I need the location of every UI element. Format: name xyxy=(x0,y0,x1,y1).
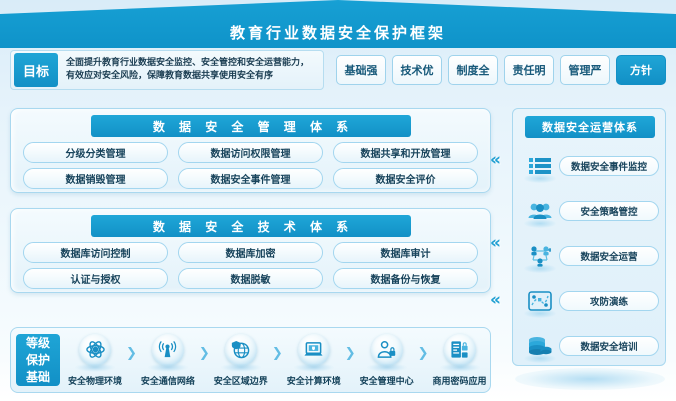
management-item-1[interactable]: 分级分类管理 xyxy=(23,142,168,163)
policy-accent-badge: 方针 xyxy=(616,55,666,85)
policy-pill-4[interactable]: 责任明 xyxy=(504,55,554,85)
objective-box: 目标 全面提升教育行业数据安全监控、安全管控和安全运营能力，有效应对安全风险，保… xyxy=(10,50,324,90)
baseline-badge-line-1: 等级 xyxy=(25,335,50,350)
technical-item-4[interactable]: 认证与授权 xyxy=(23,268,168,289)
policy-pill-1[interactable]: 基础强 xyxy=(336,55,386,85)
objective-text: 全面提升教育行业数据安全监控、安全管控和安全运营能力，有效应对安全风险，保障教育… xyxy=(66,58,310,81)
management-item-5[interactable]: 数据安全事件管理 xyxy=(178,168,323,189)
operations-row-3[interactable]: 数据安全运营 xyxy=(513,233,667,278)
flow-arrow-icon-4: ❯ xyxy=(344,345,356,361)
database-stack-icon xyxy=(523,329,557,363)
monitor-icon xyxy=(293,333,334,372)
operations-row-4[interactable]: 攻防演练 xyxy=(513,278,667,323)
technical-item-1[interactable]: 数据库访问控制 xyxy=(23,242,168,263)
operations-item-label-5: 数据安全培训 xyxy=(559,335,659,356)
operations-item-label-4: 攻防演练 xyxy=(559,290,659,311)
baseline-item-3[interactable]: 安全区域边界 xyxy=(210,333,272,387)
connector-chevron-icon-3: « xyxy=(490,290,501,310)
baseline-item-1[interactable]: 安全物理环境 xyxy=(64,333,126,387)
baseline-label-3: 安全区域边界 xyxy=(213,376,268,387)
flow-arrow-icon-5: ❯ xyxy=(417,345,429,361)
management-item-2[interactable]: 数据访问权限管理 xyxy=(178,142,323,163)
policy-pill-group: 基础强 技术优 制度全 责任明 管理严 方针 xyxy=(336,55,666,85)
strategy-icon xyxy=(523,284,557,318)
baseline-label-4: 安全计算环境 xyxy=(286,376,341,387)
baseline-badge: 等级 保护 基础 xyxy=(16,334,60,386)
list-icon xyxy=(523,149,557,183)
technical-item-2[interactable]: 数据库加密 xyxy=(178,242,323,263)
flow-arrow-icon-1: ❯ xyxy=(126,345,137,361)
users-icon xyxy=(523,194,557,228)
management-item-6[interactable]: 数据安全评价 xyxy=(333,168,478,189)
baseline-badge-line-2: 保护 xyxy=(25,352,50,367)
policy-pill-3[interactable]: 制度全 xyxy=(448,55,498,85)
cipher-icon xyxy=(439,333,480,372)
baseline-flow: 安全物理环境 ❯ 安全通信网络 ❯ xyxy=(64,333,491,387)
management-system-items: 分级分类管理 数据访问权限管理 数据共享和开放管理 数据销毁管理 数据安全事件管… xyxy=(23,142,478,189)
globe-shield-icon xyxy=(220,333,261,372)
connector-chevron-icon-1: « xyxy=(490,150,501,170)
technical-item-5[interactable]: 数据脱敏 xyxy=(178,268,323,289)
operations-row-5[interactable]: 数据安全培训 xyxy=(513,323,667,368)
technical-item-6[interactable]: 数据备份与恢复 xyxy=(333,268,478,289)
operations-system-panel: 数据安全运营体系 数据安全事件监控 xyxy=(512,108,666,366)
management-item-4[interactable]: 数据销毁管理 xyxy=(23,168,168,189)
management-system-title: 数 据 安 全 管 理 体 系 xyxy=(90,115,411,137)
operations-item-label-2: 安全策略管控 xyxy=(559,200,659,221)
antenna-icon xyxy=(147,333,188,372)
page-title: 教育行业数据安全保护框架 xyxy=(229,24,446,42)
technical-item-3[interactable]: 数据库审计 xyxy=(333,242,478,263)
baseline-item-2[interactable]: 安全通信网络 xyxy=(137,333,199,387)
person-lock-icon xyxy=(366,333,407,372)
technical-system-items: 数据库访问控制 数据库加密 数据库审计 认证与授权 数据脱敏 数据备份与恢复 xyxy=(23,242,478,289)
management-item-3[interactable]: 数据共享和开放管理 xyxy=(333,142,478,163)
baseline-item-6[interactable]: 商用密码应用 xyxy=(429,333,491,387)
technical-system-panel: 数 据 安 全 技 术 体 系 数据库访问控制 数据库加密 数据库审计 认证与授… xyxy=(10,208,491,293)
operations-item-label-1: 数据安全事件监控 xyxy=(559,155,659,176)
policy-pill-2[interactable]: 技术优 xyxy=(392,55,442,85)
connector-chevron-icon-2: « xyxy=(490,233,501,253)
flow-arrow-icon-3: ❯ xyxy=(271,345,283,361)
baseline-item-4[interactable]: 安全计算环境 xyxy=(283,333,345,387)
flow-arrow-icon-2: ❯ xyxy=(198,345,210,361)
network-icon xyxy=(523,239,557,273)
operations-system-title: 数据安全运营体系 xyxy=(525,116,655,138)
baseline-badge-line-3: 基础 xyxy=(25,369,50,384)
sidebar-reflection xyxy=(515,368,665,390)
operations-item-label-3: 数据安全运营 xyxy=(559,245,659,266)
objective-badge: 目标 xyxy=(14,53,58,87)
baseline-label-5: 安全管理中心 xyxy=(359,376,414,387)
operations-row-1[interactable]: 数据安全事件监控 xyxy=(513,143,667,188)
atom-icon xyxy=(75,333,115,372)
baseline-label-6: 商用密码应用 xyxy=(432,376,487,387)
baseline-panel: 等级 保护 基础 安全物理环境 ❯ xyxy=(10,327,491,393)
operations-item-list: 数据安全事件监控 安全策略管控 xyxy=(513,143,667,368)
baseline-label-1: 安全物理环境 xyxy=(67,376,122,387)
management-system-panel: 数 据 安 全 管 理 体 系 分级分类管理 数据访问权限管理 数据共享和开放管… xyxy=(10,108,491,193)
operations-row-2[interactable]: 安全策略管控 xyxy=(513,188,667,233)
policy-pill-5[interactable]: 管理严 xyxy=(560,55,610,85)
objective-strip: 目标 全面提升教育行业数据安全监控、安全管控和安全运营能力，有效应对安全风险，保… xyxy=(10,49,666,91)
baseline-label-2: 安全通信网络 xyxy=(140,376,195,387)
technical-system-title: 数 据 安 全 技 术 体 系 xyxy=(90,215,411,237)
baseline-item-5[interactable]: 安全管理中心 xyxy=(356,333,418,387)
